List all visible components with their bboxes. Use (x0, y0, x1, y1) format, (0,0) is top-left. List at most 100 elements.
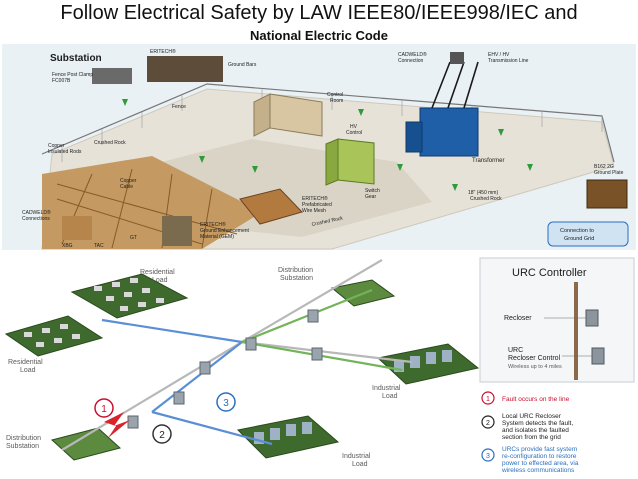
fault-lightning-icon (104, 412, 130, 438)
ground-arrows (122, 99, 533, 191)
svg-text:FC007B: FC007B (52, 78, 71, 84)
connection-ground-grid-box (547, 221, 629, 247)
label-xbg: XBG (62, 243, 73, 249)
svg-text:Load: Load (382, 393, 398, 400)
fence-clamp-photo (92, 68, 132, 84)
svg-text:Connections: Connections (22, 216, 50, 222)
svg-text:Load: Load (352, 461, 368, 468)
legend-item-3: 3 URCs provide fast system re-configurat… (481, 446, 579, 474)
svg-text:Material (GEM): Material (GEM) (200, 234, 234, 240)
label-crushed-rock-top: Crushed Rock (94, 140, 126, 146)
label-industrial-right: Industrial (372, 385, 401, 392)
svg-text:Connection: Connection (398, 58, 424, 64)
svg-text:Wireless up to 4 miles: Wireless up to 4 miles (508, 364, 562, 370)
svg-text:URCs provide fast system: URCs provide fast system (502, 446, 577, 453)
svg-text:power to effected area, via: power to effected area, via (502, 460, 579, 467)
fence-line (41, 83, 615, 163)
svg-text:Recloser Control: Recloser Control (508, 355, 561, 362)
transmission-line (431, 61, 479, 109)
label-dist-sub-top: Distribution (278, 267, 313, 274)
label-cadweld-connections: CADWELD® (22, 209, 51, 216)
distribution-substation-bottom (50, 427, 122, 461)
svg-text:section from the grid: section from the grid (502, 434, 561, 441)
svg-text:Transmission Line: Transmission Line (488, 58, 529, 64)
substation-illustration: Substation Fence Post Clamp FC007B ERITE… (2, 44, 636, 250)
urc-title: URC Controller (512, 267, 587, 279)
label-recloser: Recloser (504, 315, 532, 322)
label-control-room: Control (327, 92, 343, 98)
svg-text:1: 1 (486, 396, 490, 403)
label-residential-top: Residential (140, 269, 175, 276)
slide-title: Follow Electrical Safety by LAW IEEE80/I… (60, 2, 578, 24)
svg-text:1: 1 (101, 404, 107, 415)
svg-text:Prefabricated: Prefabricated (302, 202, 332, 208)
label-connection-ground-grid: Connection to (560, 228, 594, 234)
svg-text:Crushed Rock: Crushed Rock (470, 196, 502, 202)
distribution-grid-illustration: 1 2 3 Residential Load Residential Load … (2, 252, 636, 479)
substation-heading: Substation (50, 53, 102, 64)
svg-text:wireless communications: wireless communications (501, 467, 575, 474)
label-dist-sub-bottom: Distribution (6, 435, 41, 442)
label-fence-clamp: Fence Post Clamp (52, 72, 93, 78)
map-marker-2: 2 (152, 424, 172, 444)
label-residential-left: Residential (8, 359, 43, 366)
svg-text:Load: Load (20, 367, 36, 374)
recloser-device (585, 309, 599, 327)
svg-text:Cable: Cable (120, 184, 133, 190)
label-fence: Fence (172, 104, 186, 110)
svg-text:Room: Room (330, 98, 343, 104)
label-b162: B162 2G (594, 164, 614, 170)
recloser-units (127, 309, 323, 429)
label-copper-insulated: Copper (48, 143, 65, 149)
label-eritech-top: ERITECH® (150, 48, 176, 55)
residential-load-left (4, 315, 104, 357)
svg-text:Substation: Substation (6, 443, 39, 450)
gem-photo (162, 216, 192, 246)
label-wire-mesh: ERITECH® (302, 195, 328, 202)
label-eritech-gem: ERITECH® (200, 221, 226, 228)
svg-text:Control: Control (346, 130, 362, 136)
substation-svg: Substation Fence Post Clamp FC007B ERITE… (22, 48, 629, 250)
svg-text:3: 3 (223, 398, 229, 409)
wire-mesh (239, 188, 303, 225)
hv-control-cabinet (337, 138, 375, 185)
svg-text:System detects the fault,: System detects the fault, (502, 420, 573, 427)
svg-text:Gear: Gear (365, 194, 376, 200)
svg-text:2: 2 (486, 420, 490, 427)
svg-text:Fault occurs on the line: Fault occurs on the line (502, 396, 570, 403)
svg-text:Ground Grid: Ground Grid (564, 236, 594, 242)
svg-text:Load: Load (152, 277, 168, 284)
label-ehv: EHV / HV (488, 52, 510, 58)
svg-text:Insulated Rods: Insulated Rods (48, 149, 82, 155)
legend-item-1: 1 Fault occurs on the line (481, 391, 570, 405)
cadweld-connection-photo (450, 52, 464, 64)
label-hv-control: HV (350, 124, 358, 130)
industrial-load-bottom (236, 415, 340, 459)
ground-plate (586, 179, 628, 209)
distribution-svg: 1 2 3 Residential Load Residential Load … (4, 257, 635, 474)
svg-text:Substation: Substation (280, 275, 313, 282)
transformer (419, 107, 479, 157)
label-ground-bars: Ground Bars (228, 62, 257, 68)
cadweld-photo (62, 216, 92, 240)
label-switch-gear: Switch (365, 188, 380, 194)
map-marker-1: 1 (94, 398, 114, 418)
map-marker-3: 3 (216, 392, 236, 412)
control-room (269, 93, 323, 137)
svg-text:Ground Enhancement: Ground Enhancement (200, 228, 250, 234)
label-industrial-bottom: Industrial (342, 453, 371, 460)
label-tac: TAC (94, 243, 104, 249)
svg-text:and isolates the faulted: and isolates the faulted (502, 427, 569, 434)
svg-text:3: 3 (486, 453, 490, 460)
svg-text:Local URC Recloser: Local URC Recloser (502, 413, 562, 420)
svg-text:Ground Plate: Ground Plate (594, 170, 624, 176)
svg-text:re-configuration to restore: re-configuration to restore (502, 453, 577, 460)
label-gt: GT (130, 235, 137, 241)
label-transformer: Transformer (472, 158, 504, 164)
urc-controller-inset (479, 257, 635, 383)
urc-device (591, 347, 605, 365)
label-urc: URC (508, 347, 523, 354)
label-cadweld-connection: CADWELD® (398, 51, 427, 58)
ground-bars-photo (147, 56, 223, 82)
slide-subtitle: National Electric Code (250, 28, 388, 43)
